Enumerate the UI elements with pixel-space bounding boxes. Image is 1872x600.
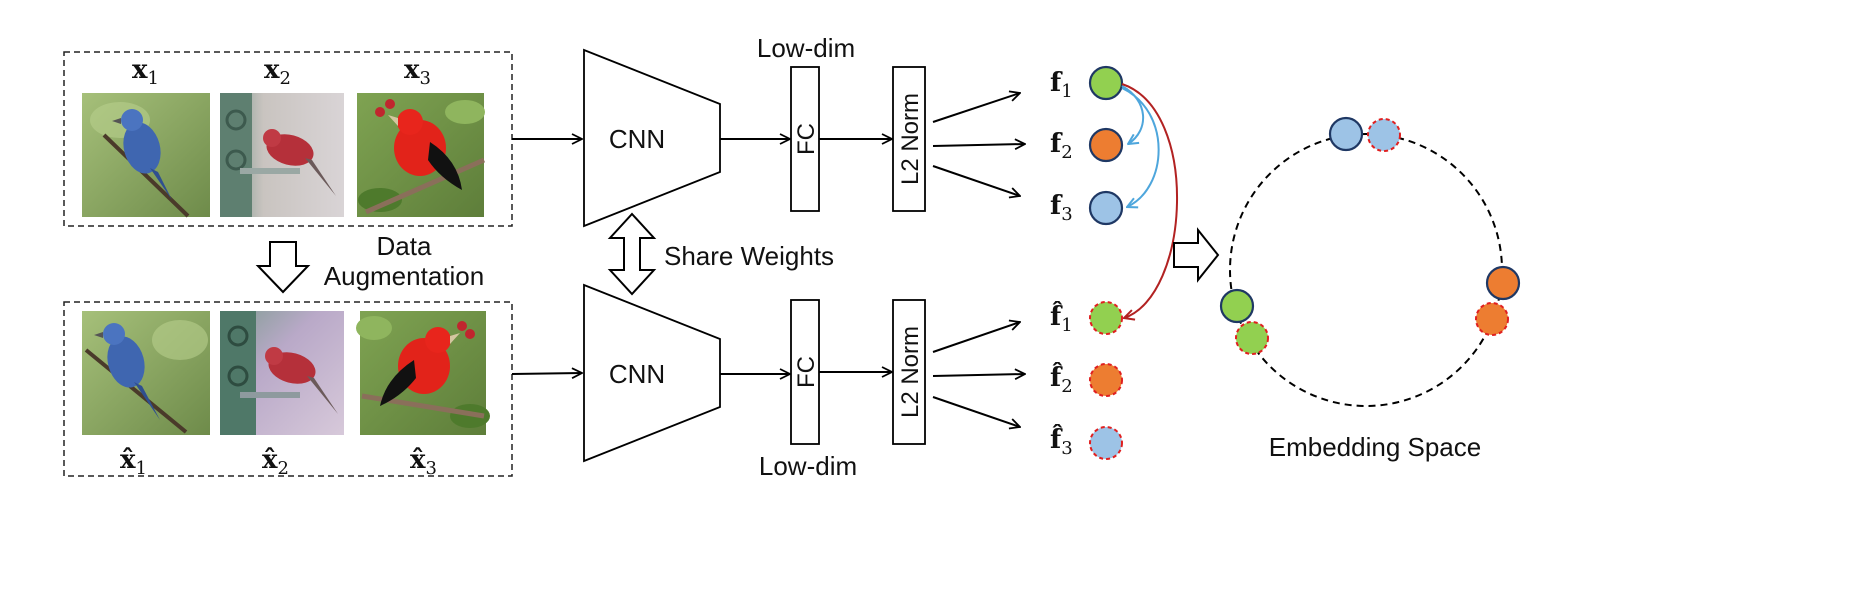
image-x1-hat-blue-bird [82,311,210,435]
lowdim-label-bottom: Low-dim [759,451,857,481]
l2norm-block-top [892,66,926,212]
image-x3-hat-scarlet-tanager [356,311,490,435]
embedding-point-orange [1485,265,1521,301]
image-label-xhat2: x̂2 [262,445,289,479]
feature-label-fhat3: f̂3 [1050,424,1073,459]
arrow-norm-to-f3 [932,165,1020,196]
feature-label-f3: f3 [1050,191,1073,225]
feature-circle-fhat2 [1089,363,1123,397]
embedding-point-orange-aug [1475,302,1509,336]
embedding-space-label: Embedding Space [1269,432,1481,462]
cnn-label-top: CNN [609,124,665,154]
feature-circle-fhat3 [1089,426,1123,460]
embedding-point-blue-aug [1367,118,1401,152]
embedding-hypersphere [1229,133,1503,407]
share-weights-double-arrow [607,212,657,296]
feature-label-fhat2: f̂2 [1050,362,1073,397]
feature-circle-fhat1 [1089,301,1123,335]
image-x1-blue-bird [82,93,210,218]
fc-label-top: FC [793,123,820,155]
fc-block-top [790,66,820,212]
augmentation-label-line2: Augmentation [324,261,484,291]
cnn-block-top [583,48,721,228]
cnn-label-bottom: CNN [609,359,665,389]
image-x2-red-bird-feeder [220,93,344,217]
feature-circle-f3 [1088,190,1124,226]
embedding-point-blue [1328,116,1364,152]
arrow-norm-to-fhat3 [932,396,1020,427]
augmentation-label-line1: Data [377,231,432,261]
l2norm-label-top: L2 Norm [897,93,924,185]
fc-label-bottom: FC [793,356,820,388]
feature-label-f2: f2 [1050,129,1073,163]
blue-arrow-f1-to-f3 [1121,87,1160,207]
image-x2-hat-red-bird-feeder [220,311,344,435]
feature-label-fhat1: f̂1 [1050,301,1073,336]
cnn-block-bottom [583,283,721,463]
l2norm-block-bottom [892,299,926,445]
image-label-x1: x1 [132,55,159,89]
blue-arrow-f1-to-f2 [1121,85,1144,144]
fc-block-bottom [790,299,820,445]
image-label-x2: x2 [264,55,291,89]
feature-label-f1: f1 [1050,68,1073,102]
arrow-norm-to-f2 [932,144,1025,146]
image-label-xhat1: x̂1 [120,445,147,479]
image-label-xhat3: x̂3 [410,445,437,479]
l2norm-label-bottom: L2 Norm [897,326,924,418]
augmented-images-box [63,301,513,477]
arrow-norm-to-f1 [932,93,1020,123]
arrow-norm-to-fhat1 [932,322,1020,353]
feature-circle-f2 [1088,127,1124,163]
embedding-point-green [1219,288,1255,324]
image-label-x3: x3 [404,55,431,89]
arrow-norm-to-fhat2 [932,374,1025,376]
image-x3-scarlet-tanager [357,93,486,217]
to-embedding-right-arrow [1173,227,1220,283]
augmentation-down-arrow [255,241,311,294]
feature-circle-f1 [1088,65,1124,101]
embedding-point-green-aug [1235,321,1269,355]
red-arrow-f1-to-fhat1 [1121,83,1179,318]
share-weights-label: Share Weights [664,241,834,271]
arrow-images-to-cnn-bottom [511,373,582,374]
lowdim-label-top: Low-dim [757,33,855,63]
